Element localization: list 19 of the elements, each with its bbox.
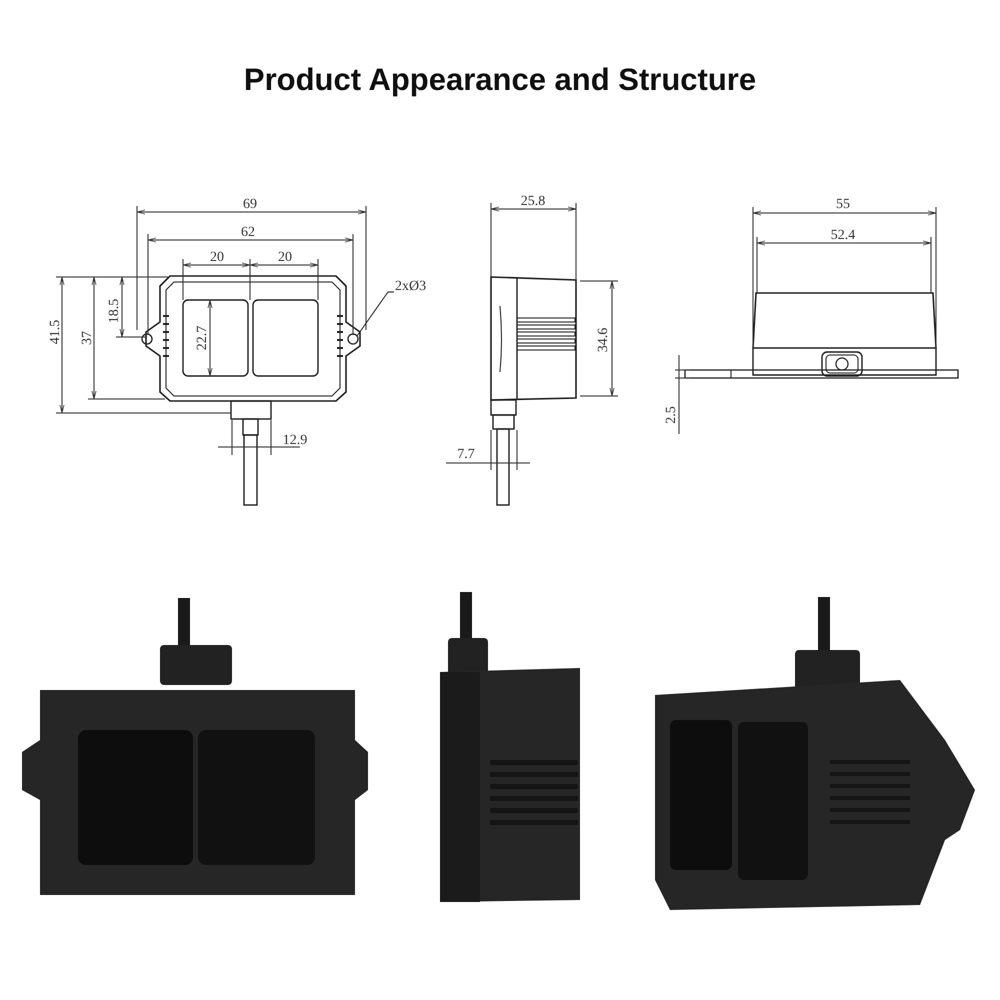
callout-text: 2xØ3 xyxy=(395,279,426,295)
dimension-value: 69 xyxy=(243,198,257,212)
title: Product Appearance and Structure xyxy=(242,62,758,98)
dimension-value: 34.6 xyxy=(597,328,611,352)
dimension-value: 20 xyxy=(210,251,224,265)
dimension-value: 25.8 xyxy=(520,195,546,209)
dimension-value: 62 xyxy=(241,226,255,240)
mounting-hole xyxy=(347,333,359,345)
dimension-value: 20 xyxy=(278,251,292,265)
dimension-value: 12.9 xyxy=(282,434,308,448)
leader-line xyxy=(356,292,394,336)
dimension-value: 18.5 xyxy=(108,298,122,324)
dimension-value: 22.7 xyxy=(196,326,210,350)
dimension-value: 55 xyxy=(836,198,850,212)
dimension-value: 52.4 xyxy=(830,229,856,243)
dimension-value: 7.7 xyxy=(457,448,475,462)
dimension-value: 41.5 xyxy=(49,320,63,344)
dimension-value: 37 xyxy=(81,331,95,345)
dimension-value: 2.5 xyxy=(665,406,679,424)
